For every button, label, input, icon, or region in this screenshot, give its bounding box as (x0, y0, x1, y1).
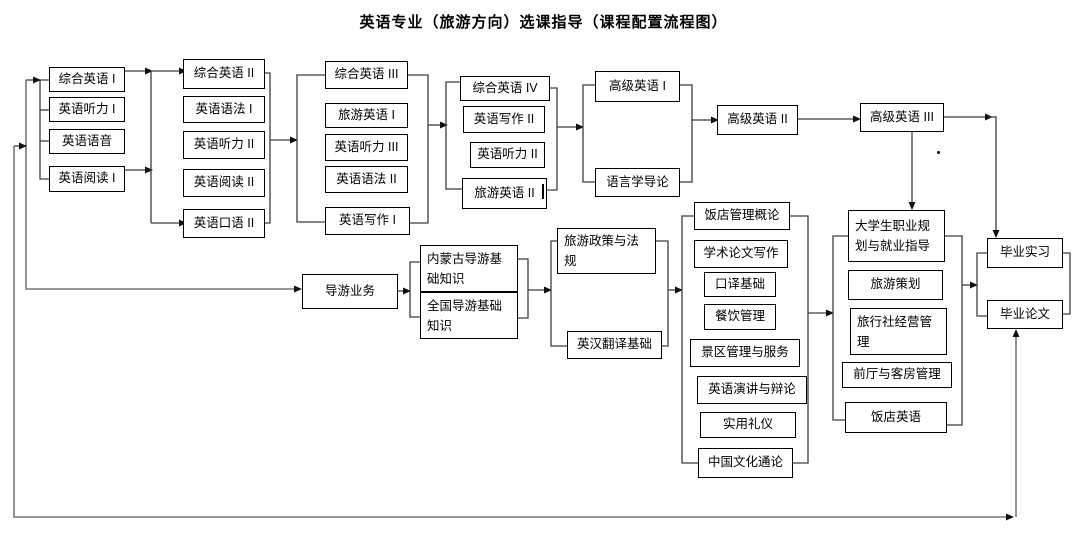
flow-node-yingyu-xiezuo-1[interactable]: 英语写作 I (325, 207, 410, 235)
flow-node-shiyong-liyi[interactable]: 实用礼仪 (700, 412, 796, 438)
flow-edge (680, 84, 693, 183)
flow-node-yinghan-fanyi[interactable]: 英汉翻译基础 (567, 331, 662, 359)
flow-node-zonghe-yingyu-4[interactable]: 综合英语 IV (460, 76, 550, 101)
flow-node-zonghe-yingyu-2[interactable]: 综合英语 II (183, 59, 265, 89)
flow-edge (25, 80, 302, 293)
flow-node-xueshu-lunwen-xiezuo[interactable]: 学术论文写作 (694, 240, 788, 268)
flow-edge (582, 84, 595, 183)
flow-node-yingyu-kouyu-2[interactable]: 英语口语 II (183, 209, 265, 238)
flow-node-neimenggu-daoyou[interactable]: 内蒙古导游基 础知识 (420, 245, 518, 292)
flow-node-gaoji-yingyu-1[interactable]: 高级英语 I (595, 71, 680, 102)
flow-node-yingyu-tingli-3[interactable]: 英语听力 III (325, 134, 408, 161)
flow-node-zonghe-yingyu-3[interactable]: 综合英语 III (325, 61, 408, 89)
flow-node-yingyu-yufa-2[interactable]: 英语语法 II (325, 166, 408, 193)
flow-edge (945, 235, 963, 426)
flow-edge (681, 215, 698, 464)
flow-node-biye-shixi[interactable]: 毕业实习 (987, 238, 1063, 268)
flow-node-yingyu-yuedu-2[interactable]: 英语阅读 II (183, 169, 265, 197)
flow-node-yingyu-yufa-1[interactable]: 英语语法 I (183, 96, 265, 123)
flow-edge (296, 74, 325, 223)
flow-node-canyin-guanli[interactable]: 餐饮管理 (704, 304, 776, 330)
flow-node-lvxingshe-jingying-guanli[interactable]: 旅行社经营管 理 (850, 308, 947, 355)
flow-edge (976, 252, 987, 317)
flow-node-fandian-guanli-gailun[interactable]: 饭店管理概论 (694, 202, 790, 230)
flow-edge (832, 235, 848, 421)
flow-node-yuyanxue-daolun[interactable]: 语言学导论 (595, 168, 680, 197)
flow-node-yingyu-xiezuo-2[interactable]: 英语写作 II (463, 106, 545, 133)
flow-edge (408, 74, 429, 224)
flow-edge (550, 240, 567, 347)
flow-node-yingyu-yanjiang-bianlun[interactable]: 英语演讲与辩论 (697, 376, 807, 404)
flow-edge (656, 240, 669, 347)
text-cursor (542, 184, 544, 199)
flow-node-biye-lunwen[interactable]: 毕业论文 (987, 300, 1063, 329)
flow-node-daoyou-yewu[interactable]: 导游业务 (302, 274, 398, 309)
flow-edge (518, 258, 529, 319)
flow-node-lvyou-yingyu-2[interactable]: 旅游英语 II (462, 178, 547, 209)
diagram-title: 英语专业（旅游方向）选课指导（课程配置流程图） (359, 14, 728, 31)
flow-edge (13, 146, 1014, 521)
stray-dot (937, 151, 940, 154)
flow-node-jingqu-guanli-fuwu[interactable]: 景区管理与服务 (690, 339, 800, 367)
flow-node-lvyou-zhengce[interactable]: 旅游政策与法 规 (557, 228, 656, 274)
flow-node-yingyu-tingli-2[interactable]: 英语听力 II (183, 131, 265, 159)
flow-edge (790, 215, 809, 464)
flow-node-fandian-yingyu[interactable]: 饭店英语 (845, 402, 947, 433)
flow-node-quanguo-daoyou[interactable]: 全国导游基础 知识 (420, 292, 518, 339)
flow-edge (265, 72, 271, 224)
flow-node-zhongguo-wenhua-tonglun[interactable]: 中国文化通论 (698, 448, 793, 478)
flow-node-yingyu-tingli-1[interactable]: 英语听力 I (49, 97, 125, 122)
flow-edge (39, 79, 49, 180)
flow-node-yingyu-yuyin[interactable]: 英语语音 (49, 129, 125, 154)
flow-node-yingyu-tingli-2b[interactable]: 英语听力 II (470, 142, 545, 168)
flow-node-yingyu-yuedu-1[interactable]: 英语阅读 I (49, 166, 125, 192)
flow-node-zonghe-yingyu-1[interactable]: 综合英语 I (49, 67, 125, 92)
flow-node-daxuesheng-zhiye-guihua[interactable]: 大学生职业规 划与就业指导 (848, 210, 945, 262)
flow-node-kouyi-jichu[interactable]: 口译基础 (704, 272, 776, 297)
flow-node-qianting-kefang-guanli[interactable]: 前厅与客房管理 (842, 362, 952, 388)
flow-edge (1063, 252, 1071, 315)
flow-node-lvyou-cehua[interactable]: 旅游策划 (848, 270, 943, 300)
flow-node-gaoji-yingyu-2[interactable]: 高级英语 II (717, 105, 798, 135)
flow-edge (409, 261, 420, 318)
flow-edge (988, 116, 1000, 238)
flow-edge (445, 81, 462, 190)
flow-node-lvyou-yingyu-1[interactable]: 旅游英语 I (325, 103, 408, 128)
flow-node-gaoji-yingyu-3[interactable]: 高级英语 III (860, 103, 944, 132)
flow-edge (547, 87, 558, 191)
